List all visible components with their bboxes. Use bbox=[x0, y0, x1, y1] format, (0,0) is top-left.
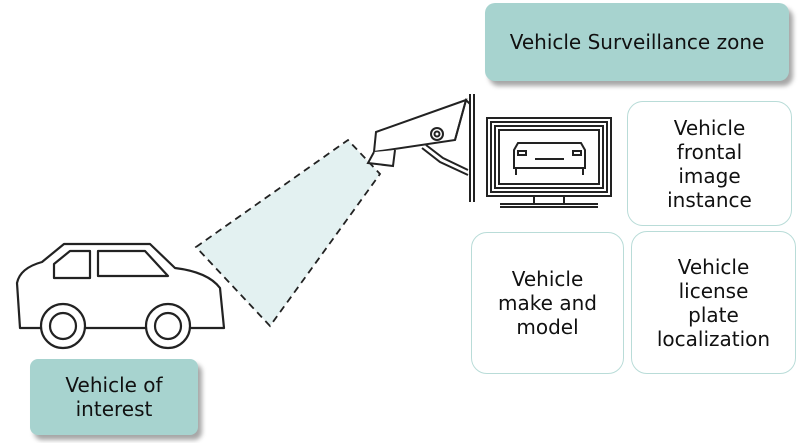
vehicle-front-icon bbox=[513, 142, 586, 175]
surveillance-zone-label: Vehicle Surveillance zone bbox=[485, 3, 789, 81]
camera-beam bbox=[194, 138, 382, 328]
license-plate-localization-box: Vehicle license plate localization bbox=[631, 231, 796, 374]
monitor-icon bbox=[486, 117, 612, 208]
vehicle-of-interest-label: Vehicle of interest bbox=[30, 359, 198, 435]
frontal-image-instance-box: Vehicle frontal image instance bbox=[627, 101, 792, 226]
car-icon bbox=[15, 242, 226, 350]
surveillance-camera-icon bbox=[366, 94, 475, 202]
make-model-box: Vehicle make and model bbox=[471, 232, 624, 374]
